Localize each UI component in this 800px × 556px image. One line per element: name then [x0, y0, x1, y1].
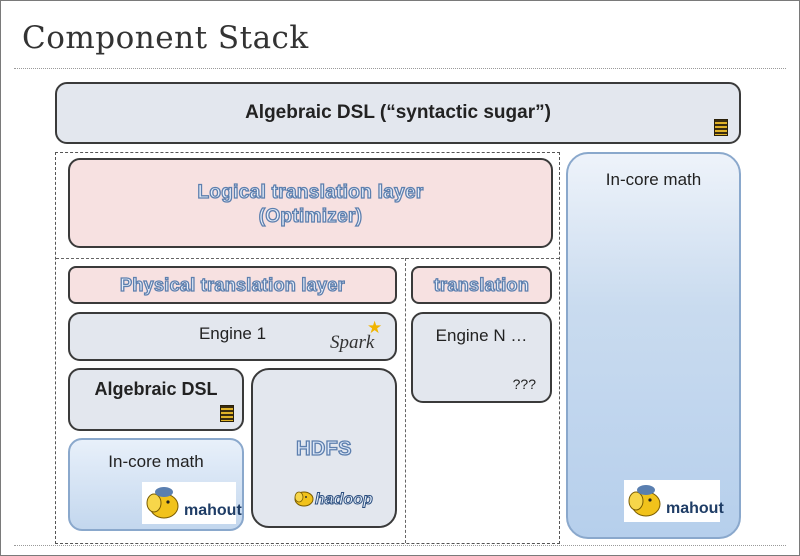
algebraic-dsl-top-box: Algebraic DSL (“syntactic sugar”) — [55, 82, 741, 144]
algebraic-dsl-left-label: Algebraic DSL — [94, 379, 218, 399]
in-core-math-right-label: In-core math — [605, 170, 702, 189]
scala-icon — [220, 405, 234, 422]
algebraic-dsl-left-box: Algebraic DSL — [68, 368, 244, 431]
spark-star-icon: ★ — [367, 318, 383, 337]
physical-translation-layer-box: Physical translation layer — [68, 266, 397, 304]
mahout-logo-left: mahout — [142, 482, 242, 524]
hdfs-box: HDFS hadoop — [251, 368, 397, 528]
engine-n-box: Engine N … ??? — [411, 312, 552, 403]
logical-translation-layer-box: Logical translation layer (Optimizer) — [68, 158, 553, 248]
logical-translation-layer-label: Logical translation layer — [197, 181, 424, 203]
engine-n-note: ??? — [512, 376, 536, 392]
hdfs-label: HDFS — [296, 437, 353, 460]
hadoop-elephant-icon — [293, 490, 315, 513]
engine-stack-container — [55, 152, 560, 544]
engine-n-label: Engine N … — [435, 326, 528, 345]
dashed-divider-vertical — [405, 258, 406, 543]
in-core-math-left-box: In-core math mahout — [68, 438, 244, 531]
mahout-logo-right: mahout — [624, 480, 724, 522]
translation-box: translation — [411, 266, 552, 304]
physical-translation-layer-label: Physical translation layer — [119, 274, 345, 295]
algebraic-dsl-top-label: Algebraic DSL (“syntactic sugar”) — [245, 102, 551, 123]
mahout-elephant-icon — [628, 485, 661, 517]
mahout-logo-text: mahout — [184, 502, 242, 519]
engine-1-label: Engine 1 — [198, 324, 267, 343]
scala-icon — [714, 119, 728, 136]
engine-1-box: Engine 1 Spark ★ — [68, 312, 397, 361]
hadoop-logo: hadoop — [315, 491, 374, 509]
footer-divider — [14, 545, 786, 546]
in-core-math-right-box: In-core math mahout — [566, 152, 741, 539]
spark-logo: Spark — [330, 332, 375, 353]
dashed-divider-horizontal — [56, 258, 559, 259]
mahout-elephant-icon — [146, 487, 179, 519]
optimizer-label: (Optimizer) — [258, 205, 363, 227]
in-core-math-left-label: In-core math — [108, 452, 204, 471]
title-divider — [14, 68, 786, 69]
translation-label: translation — [433, 274, 530, 295]
slide-title: Component Stack — [22, 20, 309, 56]
mahout-logo-text: mahout — [666, 500, 724, 517]
